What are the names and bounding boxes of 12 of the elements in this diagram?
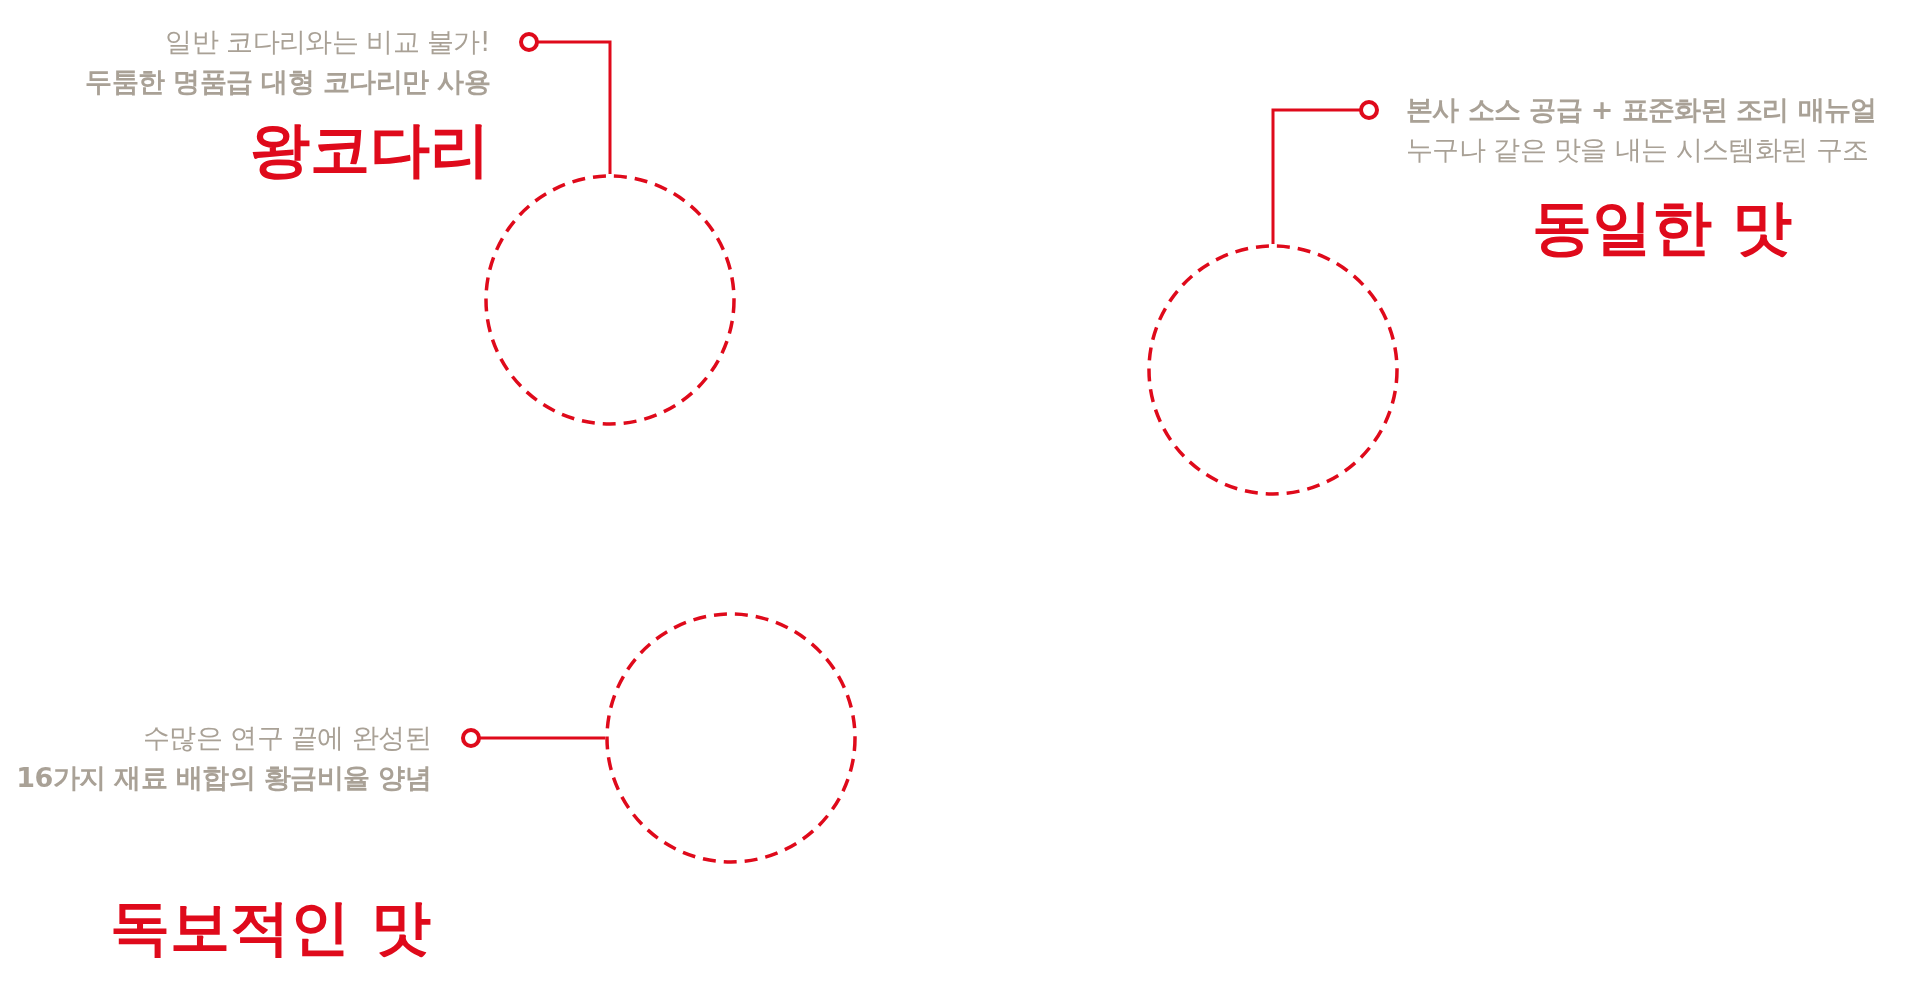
callout-heading: 동일한 맛	[1531, 192, 1793, 262]
callout-heading: 독보적인 맛	[110, 892, 431, 962]
leader-line	[461, 728, 605, 748]
callout-text: 본사 소스 공급 + 표준화된 조리 매뉴얼	[1406, 93, 1877, 127]
callout-text: 누구나 같은 맛을 내는 시스템화된 구조	[1406, 133, 1869, 167]
leader-line	[1271, 100, 1379, 244]
callout-text: 16가지 재료 배합의 황금비율 양념	[16, 761, 431, 795]
callout-heading: 왕코다리	[250, 114, 490, 184]
callout-text: 두툼한 명품급 대형 코다리만 사용	[85, 65, 490, 99]
leader-line	[519, 32, 612, 174]
callout-text: 일반 코다리와는 비교 불가!	[165, 25, 490, 59]
callout-text: 수많은 연구 끝에 완성된	[143, 721, 431, 755]
